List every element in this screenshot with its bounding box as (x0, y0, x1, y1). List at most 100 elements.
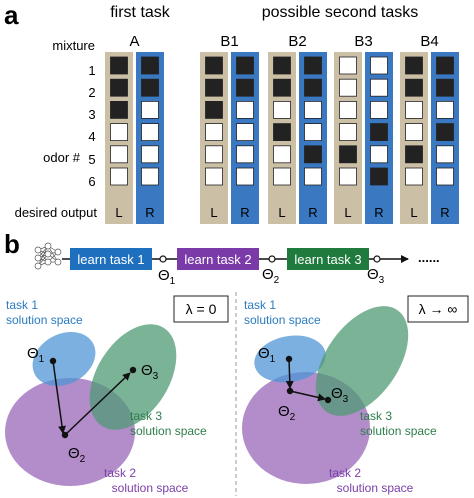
odor-cell (110, 101, 128, 119)
first-task-title: first task (110, 4, 171, 21)
odor-cell (141, 78, 159, 97)
task3-sub-left: solution space (130, 424, 207, 438)
second-tasks-title: possible second tasks (262, 4, 419, 21)
theta-1-label: Θ1 (158, 267, 176, 287)
odor-cell (205, 101, 223, 119)
odor-cell (236, 101, 254, 119)
odor-cell (110, 145, 128, 164)
odor-cell (273, 78, 291, 97)
odor-cell (436, 56, 454, 75)
odor-cell (205, 145, 223, 164)
odor-cell (141, 56, 159, 75)
odor-cell (141, 101, 159, 119)
lambda-box-right (407, 295, 469, 323)
mixture-label: mixture (52, 38, 95, 53)
odor-cell (370, 145, 388, 164)
task1-label-right: task 1 (244, 298, 276, 312)
odor-number: 1 (88, 63, 95, 78)
panel-b-label: b (4, 229, 20, 259)
odor-cell (236, 145, 254, 164)
theta1-label-left: Θ1 (27, 345, 45, 365)
odor-cell (110, 78, 128, 97)
right-scene: Θ1 Θ2 Θ3 task 1 solution space task 3 so… (242, 295, 469, 495)
task2-label-left: task 2 (104, 466, 136, 480)
odor-cell (110, 123, 128, 141)
task3-sub-right: solution space (360, 424, 437, 438)
odor-cell (110, 56, 128, 75)
update-arrow-1-right (285, 358, 294, 389)
odor-cell (370, 101, 388, 119)
learn-task-2-label: learn task 2 (184, 252, 251, 267)
odor-cell (405, 145, 423, 164)
theta1-label-right: Θ1 (258, 345, 276, 365)
theta2-label-left: Θ2 (68, 445, 86, 465)
odor-label: odor # (43, 150, 81, 165)
update-arrow-2-left (64, 372, 131, 436)
odor-cell (436, 167, 454, 186)
odor-cell (436, 145, 454, 164)
odor-cell (405, 78, 423, 97)
theta3-label-right: Θ3 (331, 385, 349, 405)
odor-cell (370, 167, 388, 186)
odor-cell (273, 56, 291, 75)
odor-number-labels: 1 2 3 4 5 6 (88, 63, 95, 189)
theta-2-label: Θ2 (262, 266, 280, 286)
task-name: A (129, 33, 139, 50)
task3-label-left: task 3 (130, 409, 162, 423)
odor-cell (304, 145, 322, 164)
odor-cell (339, 78, 357, 97)
odor-cell (304, 101, 322, 119)
output-label: L (344, 205, 351, 220)
update-arrow-1-left (52, 360, 66, 434)
theta3-label-left: Θ3 (141, 362, 159, 382)
theta3-point-left (129, 366, 137, 374)
task3-space-right (315, 306, 409, 416)
odor-cell (304, 78, 322, 97)
odor-cell (339, 123, 357, 141)
odor-cell (236, 167, 254, 186)
odor-cell (405, 101, 423, 119)
learn-task-3-box (287, 248, 369, 270)
odor-cell (141, 123, 159, 141)
output-label: R (145, 205, 154, 220)
learn-task-2-box (177, 248, 259, 270)
odor-cell (339, 167, 357, 186)
theta2-label-right: Θ2 (278, 403, 296, 423)
odor-cell (205, 167, 223, 186)
learn-task-1-box (70, 248, 152, 270)
output-label: R (240, 205, 249, 220)
odor-cell (236, 123, 254, 141)
odor-cell (370, 78, 388, 97)
theta2-point-right (286, 387, 294, 395)
left-scene: Θ1 Θ2 Θ3 task 1 solution space task 3 so… (5, 295, 229, 495)
odor-number: 5 (88, 152, 95, 167)
odor-cell (236, 78, 254, 97)
lambda-label-left: λ = 0 (186, 301, 217, 317)
odor-number: 4 (88, 129, 95, 144)
theta-1-node (159, 255, 167, 263)
odor-cell (339, 101, 357, 119)
task1-space-left (32, 332, 96, 386)
timeline-ellipsis: ...... (418, 250, 440, 265)
theta1-point-left (49, 357, 57, 365)
odor-cell (405, 123, 423, 141)
odor-cell (436, 123, 454, 141)
odor-cell (236, 56, 254, 75)
lambda-label-right: λ → ∞ (419, 301, 458, 317)
theta3-point-right (324, 396, 332, 404)
task1-sub-left: solution space (6, 313, 83, 327)
odor-cell (304, 56, 322, 75)
odor-cell (273, 145, 291, 164)
panel-a-label: a (4, 0, 19, 30)
odor-cell (205, 56, 223, 75)
odor-cell (141, 145, 159, 164)
task1-sub-right: solution space (244, 313, 321, 327)
task-name: B4 (420, 33, 438, 50)
learn-task-1-label: learn task 1 (77, 252, 144, 267)
